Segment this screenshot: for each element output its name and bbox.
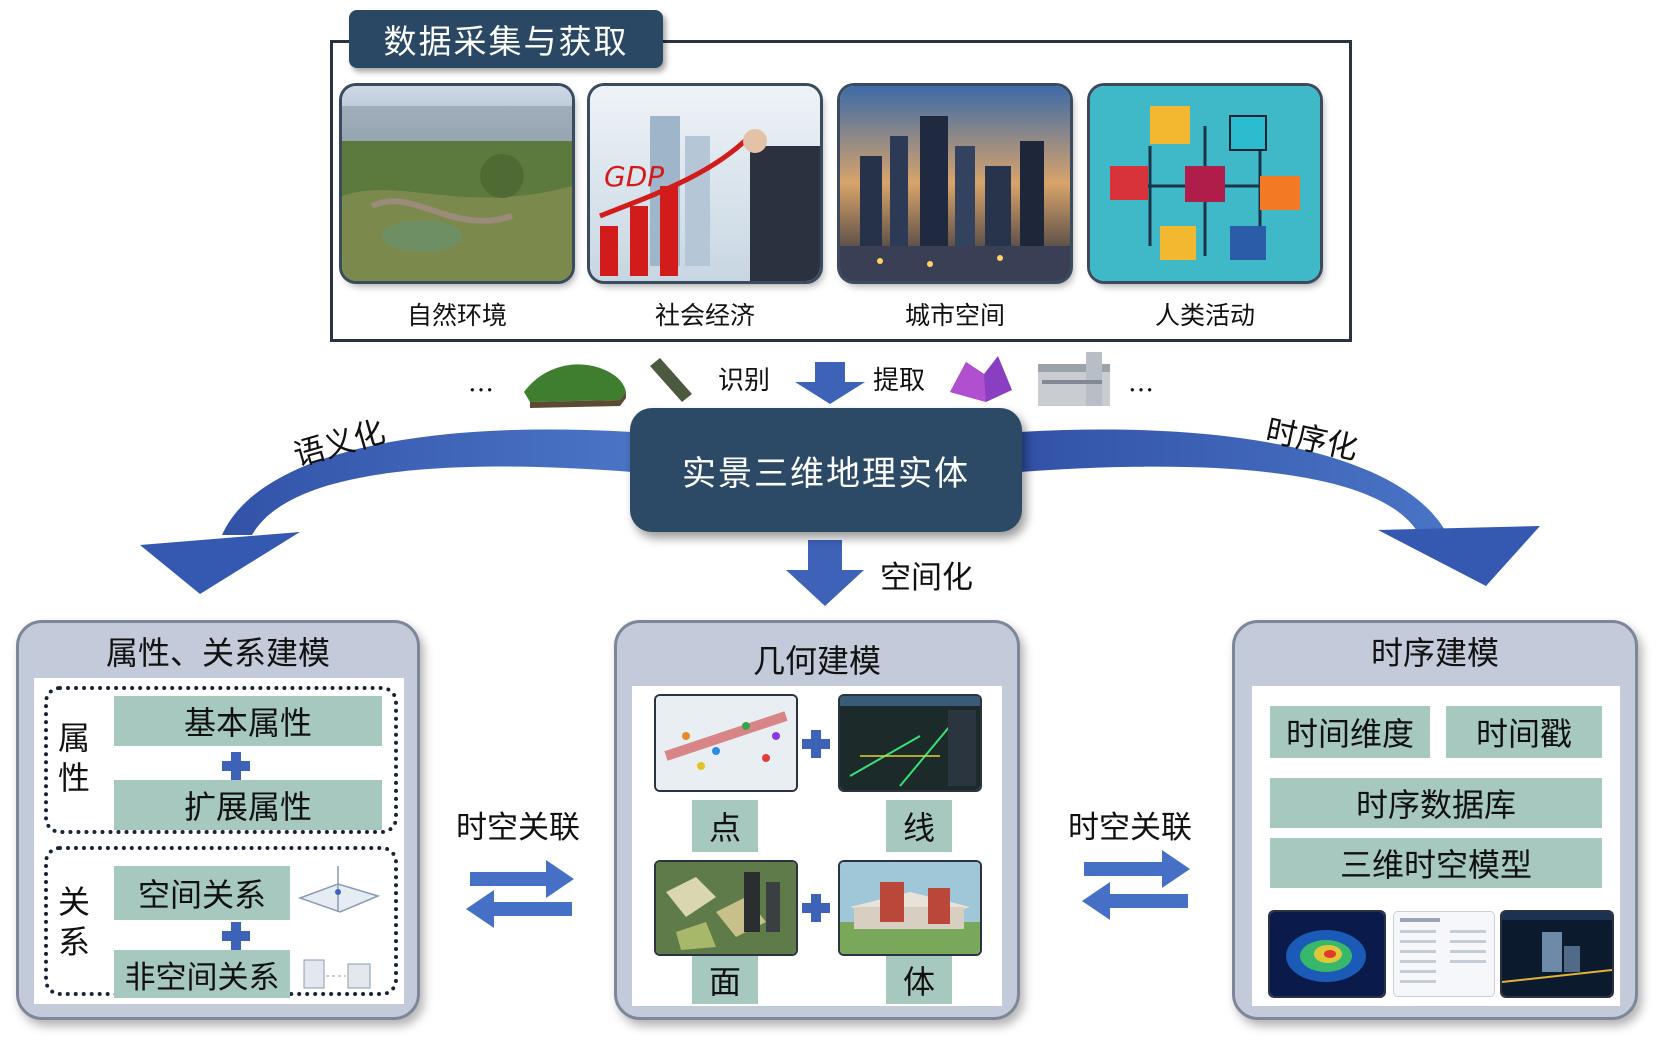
heatmap-screenshot	[1270, 912, 1384, 996]
terrain-model-icon	[524, 364, 626, 408]
spatial-relation-box: 空间关系	[114, 866, 290, 920]
attribute-panel-title: 属性、关系建模	[105, 634, 330, 672]
human-activity-image	[1090, 86, 1320, 281]
spatial-arrow	[786, 540, 864, 606]
ellipsis-right: …	[1128, 368, 1154, 398]
semantic-arrow	[140, 429, 632, 594]
plus-icon	[222, 922, 250, 950]
extract-arrow	[795, 362, 865, 404]
real-scene-3d-entity: 实景三维地理实体	[630, 408, 1022, 532]
database-table-screenshot	[1394, 912, 1494, 996]
link-arrows-left	[466, 860, 574, 928]
line-model-image	[840, 696, 980, 790]
temporal-database-box: 时序数据库	[1270, 778, 1602, 828]
caption-human-activity: 人类活动	[1154, 301, 1255, 330]
label-spatial: 空间化	[880, 560, 973, 596]
caption-urban-space: 城市空间	[904, 301, 1005, 330]
urban-space-image	[840, 86, 1070, 281]
building-facade-icon	[1038, 352, 1110, 406]
label-identify: 识别	[718, 366, 771, 396]
surface-label: 面	[692, 956, 758, 1004]
time-dimension-box: 时间维度	[1270, 706, 1430, 758]
temporal-panel-title: 时序建模	[1370, 634, 1499, 672]
ellipsis-left: …	[468, 368, 494, 398]
volume-model-image	[840, 862, 980, 954]
timestamp-box: 时间戳	[1446, 706, 1602, 758]
surface-model-image	[656, 862, 796, 954]
attribute-group	[44, 686, 398, 834]
label-link-right: 时空关联	[1068, 810, 1192, 846]
relation-side-label: 关系	[58, 883, 91, 961]
label-extract: 提取	[873, 366, 926, 396]
non-spatial-relation-box: 非空间关系	[114, 950, 290, 998]
dem-surface-icon	[950, 356, 1012, 402]
volume-label: 体	[886, 956, 952, 1004]
point-model-image	[656, 696, 796, 790]
caption-natural-environment: 自然环境	[406, 301, 507, 330]
temporal-arrow	[1020, 429, 1540, 586]
plus-icon	[802, 730, 830, 758]
geometry-panel-title: 几何建模	[752, 642, 881, 680]
3d-scene-screenshot	[1502, 912, 1612, 996]
non-spatial-relation-icon	[303, 959, 371, 989]
attribute-side-label: 属性	[58, 719, 91, 797]
natural-environment-image	[342, 86, 572, 281]
point-label: 点	[692, 800, 758, 852]
gdp-text: GDP	[604, 160, 664, 193]
basic-attribute-box: 基本属性	[114, 696, 382, 746]
caption-social-economy: 社会经济	[654, 301, 755, 330]
plus-icon	[222, 752, 250, 780]
spatial-relation-diagram-icon	[297, 866, 381, 913]
extended-attribute-box: 扩展属性	[114, 780, 382, 830]
line-label: 线	[886, 800, 952, 852]
plus-icon	[802, 894, 830, 922]
label-link-left: 时空关联	[456, 810, 580, 846]
spatiotemporal-3d-model-box: 三维时空模型	[1270, 838, 1602, 888]
social-economy-image: GDP	[590, 86, 820, 281]
road-segment-icon	[650, 358, 692, 402]
link-arrows-right	[1082, 850, 1190, 920]
collection-title: 数据采集与获取	[349, 10, 663, 68]
